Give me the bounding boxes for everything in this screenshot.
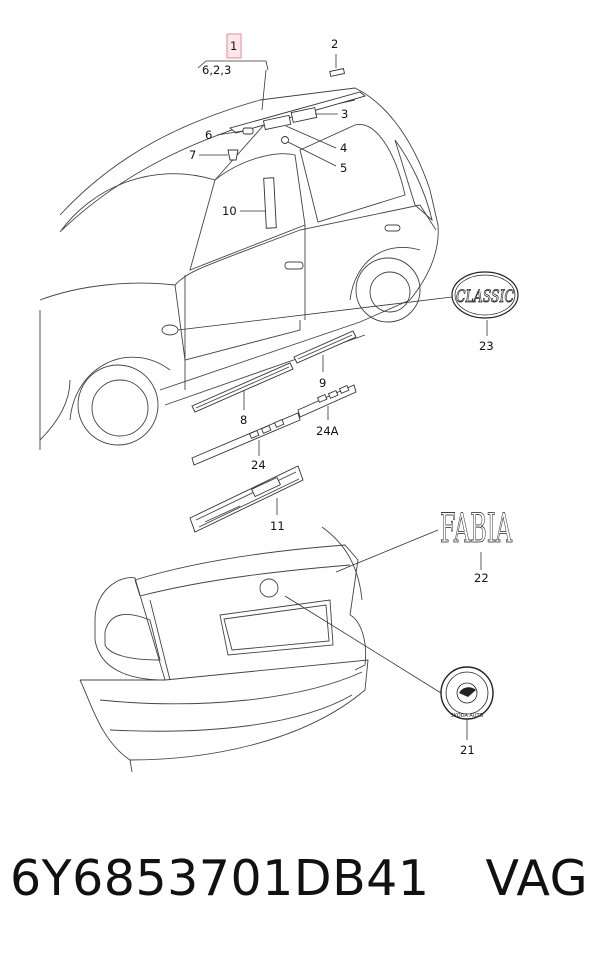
callout-24[interactable]: 24 — [251, 458, 266, 472]
side-moulding-24a — [297, 384, 357, 418]
callout-1-subparts: 6,2,3 — [202, 63, 231, 77]
callout-23[interactable]: 23 — [479, 339, 494, 353]
brand-name: VAG — [485, 850, 589, 907]
callout-11[interactable]: 11 — [270, 519, 285, 533]
part-number: 6Y6853701DB41 — [10, 850, 430, 907]
callout-24a[interactable]: 24A — [316, 424, 339, 438]
side-moulding-8 — [191, 362, 294, 413]
callout-21[interactable]: 21 — [460, 743, 475, 757]
skoda-badge-text: SKODA AUTO — [451, 713, 484, 719]
sedan-rear-drawing — [79, 526, 369, 773]
side-moulding-9 — [293, 330, 357, 364]
fabia-emblem-text: FABIA — [440, 506, 513, 552]
fabia-emblem: FABIA — [440, 506, 513, 553]
callout-4[interactable]: 4 — [340, 141, 347, 155]
callout-7[interactable]: 7 — [189, 148, 196, 162]
parts-diagram: 1 6,2,3 2 3 4 5 6 7 10 CLASSIC 23 9 8 2 — [39, 33, 519, 773]
callout-1-highlight — [226, 33, 242, 59]
skoda-badge: SKODA AUTO — [440, 666, 494, 720]
callout-2[interactable]: 2 — [331, 37, 338, 51]
callout-3[interactable]: 3 — [341, 107, 348, 121]
callout-1[interactable]: 1 — [230, 39, 237, 53]
classic-emblem-text: CLASSIC — [456, 287, 514, 307]
classic-emblem: CLASSIC — [451, 271, 519, 319]
side-moulding-24 — [191, 412, 301, 466]
callout-6[interactable]: 6 — [205, 128, 212, 142]
callout-9[interactable]: 9 — [319, 376, 326, 390]
callout-5[interactable]: 5 — [340, 161, 347, 175]
callout-22[interactable]: 22 — [474, 571, 489, 585]
part-number-caption: 6Y6853701DB41 VAG — [10, 850, 588, 907]
sill-plate-11 — [189, 465, 304, 533]
callout-10[interactable]: 10 — [222, 204, 237, 218]
callout-8[interactable]: 8 — [240, 413, 247, 427]
